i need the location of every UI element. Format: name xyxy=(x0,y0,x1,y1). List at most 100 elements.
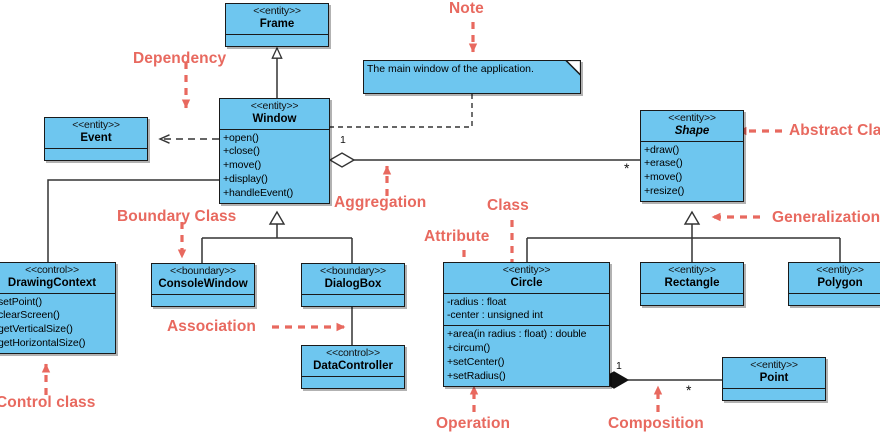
class-operations-compartment: +setPoint() +clearScreen() +getVerticalS… xyxy=(0,292,115,353)
class-operation: +display() xyxy=(223,173,268,186)
class-name: Point xyxy=(759,371,789,384)
class-operation: +erase() xyxy=(644,157,683,170)
edge-composition-circle-point xyxy=(598,371,722,389)
class-name: Polygon xyxy=(817,276,863,289)
class-attributes-compartment xyxy=(641,292,743,305)
class-name: DialogBox xyxy=(324,277,382,290)
multiplicity-composition-target: * xyxy=(686,382,692,398)
annotation-control-class: Control class xyxy=(0,394,96,411)
class-name: Circle xyxy=(510,276,543,289)
class-stereotype: <<entity>> xyxy=(668,264,716,276)
class-attribute: -center : unsigned int xyxy=(447,309,543,322)
class-header: <<entity>> Circle xyxy=(444,263,609,293)
class-operations-compartment: +area(in radius : float) : double +circu… xyxy=(444,325,609,385)
class-box-drawingcontext[interactable]: <<control>> DrawingContext +setPoint() +… xyxy=(0,262,116,355)
class-stereotype: <<control>> xyxy=(326,347,380,359)
class-stereotype: <<entity>> xyxy=(253,5,301,17)
class-stereotype: <<entity>> xyxy=(816,264,864,276)
class-operations-compartment: +open() +close() +move() +display() +han… xyxy=(220,128,329,203)
class-attributes-compartment xyxy=(45,147,147,160)
class-box-polygon[interactable]: <<entity>> Polygon xyxy=(788,262,880,306)
class-box-window[interactable]: <<entity>> Window +open() +close() +move… xyxy=(219,98,330,204)
class-attributes-compartment xyxy=(302,375,404,388)
class-operation: +handleEvent() xyxy=(223,187,294,200)
class-header: <<entity>> Frame xyxy=(226,4,328,34)
class-attributes-compartment: -radius : float -center : unsigned int xyxy=(444,292,609,326)
annotation-abstract-class: Abstract Class xyxy=(789,122,880,139)
class-operation: +draw() xyxy=(644,143,680,156)
class-name: DataController xyxy=(313,359,393,372)
uml-note[interactable]: The main window of the application. xyxy=(363,60,581,94)
class-header: <<boundary>> ConsoleWindow xyxy=(152,264,254,294)
multiplicity-aggregation-source: 1 xyxy=(340,134,346,146)
class-name: Rectangle xyxy=(664,276,720,289)
class-name: DrawingContext xyxy=(7,276,97,289)
class-stereotype: <<entity>> xyxy=(250,100,299,112)
multiplicity-aggregation-target: * xyxy=(624,160,630,176)
class-name: Shape xyxy=(674,124,710,137)
annotation-generalization: Generalization xyxy=(772,209,880,226)
annotation-operation: Operation xyxy=(436,415,511,432)
class-operation: +open() xyxy=(223,131,259,144)
class-box-datacontroller[interactable]: <<control>> DataController xyxy=(301,345,405,389)
class-box-event[interactable]: <<entity>> Event xyxy=(44,117,148,161)
annotation-association: Association xyxy=(167,318,256,335)
class-stereotype: <<entity>> xyxy=(750,359,798,371)
class-header: <<entity>> Rectangle xyxy=(641,263,743,293)
class-name: Window xyxy=(252,112,297,125)
class-name: ConsoleWindow xyxy=(158,277,248,290)
edge-note-anchor-window xyxy=(330,94,473,128)
class-stereotype: <<entity>> xyxy=(668,112,716,124)
class-header: <<entity>> Point xyxy=(723,358,825,388)
class-operation: +setRadius() xyxy=(447,369,506,382)
class-stereotype: <<boundary>> xyxy=(320,265,386,277)
class-header: <<boundary>> DialogBox xyxy=(302,264,404,294)
edge-aggregation-window-shape xyxy=(328,152,640,168)
class-operation: +getVerticalSize() xyxy=(0,323,73,336)
annotation-class: Class xyxy=(487,197,529,214)
class-operation: +setPoint() xyxy=(0,295,42,308)
class-name: Event xyxy=(80,131,112,144)
annotation-composition: Composition xyxy=(608,415,704,432)
class-box-shape[interactable]: <<entity>> Shape +draw() +erase() +move(… xyxy=(640,110,744,203)
class-header: <<entity>> Window xyxy=(220,99,329,129)
note-fold-icon xyxy=(566,60,581,75)
class-operation: +move() xyxy=(223,159,262,172)
class-operation: +setCenter() xyxy=(447,356,505,369)
class-stereotype: <<entity>> xyxy=(502,264,551,276)
annotation-aggregation: Aggregation xyxy=(334,194,427,211)
annotation-boundary-class: Boundary Class xyxy=(117,208,237,225)
class-box-rectangle[interactable]: <<entity>> Rectangle xyxy=(640,262,744,306)
class-attributes-compartment xyxy=(302,293,404,306)
class-attribute: -radius : float xyxy=(447,295,507,308)
class-header: <<entity>> Event xyxy=(45,118,147,148)
class-operation: +resize() xyxy=(644,185,685,198)
class-operation: +circum() xyxy=(447,342,491,355)
class-operation: +close() xyxy=(223,145,260,158)
class-attributes-compartment xyxy=(789,292,880,305)
class-box-point[interactable]: <<entity>> Point xyxy=(722,357,826,401)
note-text: The main window of the application. xyxy=(367,63,534,75)
class-attributes-compartment xyxy=(226,33,328,46)
class-box-frame[interactable]: <<entity>> Frame xyxy=(225,3,329,47)
class-header: <<entity>> Polygon xyxy=(789,263,880,293)
class-name: Frame xyxy=(259,17,295,30)
class-operation: +getHorizontalSize() xyxy=(0,337,86,350)
class-header: <<entity>> Shape xyxy=(641,111,743,141)
class-stereotype: <<control>> xyxy=(25,264,79,276)
multiplicity-composition-source: 1 xyxy=(616,360,622,372)
annotation-dependency: Dependency xyxy=(133,50,227,67)
class-operation: +area(in radius : float) : double xyxy=(447,328,587,341)
class-attributes-compartment xyxy=(723,387,825,400)
annotation-attribute: Attribute xyxy=(424,228,490,245)
class-stereotype: <<boundary>> xyxy=(170,265,236,277)
class-attributes-compartment xyxy=(152,293,254,306)
class-header: <<control>> DataController xyxy=(302,346,404,376)
class-box-circle[interactable]: <<entity>> Circle -radius : float -cente… xyxy=(443,262,610,387)
class-stereotype: <<entity>> xyxy=(72,119,120,131)
class-box-dialogbox[interactable]: <<boundary>> DialogBox xyxy=(301,263,405,307)
class-box-consolewindow[interactable]: <<boundary>> ConsoleWindow xyxy=(151,263,255,307)
class-operation: +clearScreen() xyxy=(0,309,60,322)
annotation-note: Note xyxy=(449,0,484,17)
